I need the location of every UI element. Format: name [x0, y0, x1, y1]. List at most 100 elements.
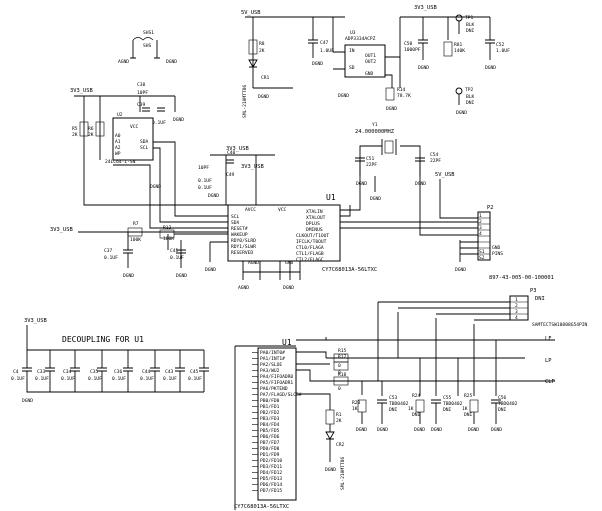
p2-pin-s1: S1	[479, 249, 485, 255]
c56-dni: DNI	[498, 407, 507, 413]
y1-ref: Y1	[372, 122, 378, 128]
c55-value: TBD0402	[443, 401, 463, 407]
u3-ref: U3	[350, 30, 356, 36]
vusb-3v3-label-4: 3V3_USB	[241, 164, 264, 170]
c54-value: 22PF	[430, 158, 441, 164]
c37-ref: C37	[104, 248, 113, 254]
c43-value: 0.1UF	[163, 376, 177, 382]
header-p3: P3 DNI 1 2 3 4 SAMTECTSW10808G54PIN	[509, 288, 588, 328]
c50-gnd: DGND	[418, 65, 429, 71]
r20-value: 1K	[352, 406, 358, 412]
u1-wakeup: WAKEUP	[231, 232, 248, 238]
port-pin-label: PA0/INT0#	[260, 350, 285, 356]
controller-u1-ports: U1 PA0/INT0#PA1/INT1#PA2/SLOEPA3/WU2PA4/…	[234, 338, 302, 510]
c40-ref: C40	[227, 150, 236, 156]
r81-ref: R81	[454, 42, 463, 48]
c42-value: 0.1UF	[198, 185, 212, 191]
port-pin-label: PB4/FD4	[260, 422, 280, 428]
u1-xtalin: XTALIN	[306, 209, 323, 215]
c40-gnd: DGND	[208, 193, 219, 199]
c55-dni: DNI	[443, 407, 452, 413]
u2-pin-vcc: VCC	[130, 124, 139, 130]
r7-ref: R7	[133, 221, 139, 227]
port-pin-label: PA3/WU2	[260, 368, 280, 374]
u1-reset: RESET#	[231, 226, 248, 232]
c55-ref: C55	[443, 395, 452, 401]
c35-value: 0.1UF	[88, 376, 102, 382]
c47-gnd: DGND	[312, 61, 323, 67]
c45b-value: 0.1UF	[188, 376, 202, 382]
c56-ref: C56	[498, 395, 507, 401]
u1-dplus: DPLUS	[306, 221, 320, 227]
resistor-r14: R14 78.7K DGND	[385, 87, 411, 112]
r20-gnd: DGND	[356, 427, 367, 433]
r12-ref: R12	[163, 225, 172, 231]
vusb-5v-label-2: 5V_USB	[435, 172, 454, 178]
p2-pin-s2: S2	[479, 255, 485, 261]
u3-pin-out1: OUT1	[365, 53, 376, 59]
shs1-gnd-right: DGND	[166, 59, 177, 65]
c44-ref: C44	[142, 369, 151, 375]
c49-value: 0.1UF	[198, 178, 212, 184]
port-pin-label: PA4/FIFOADR0	[260, 374, 293, 380]
tp1-ref: TP1	[465, 15, 474, 21]
port-pin-label: PB0/FD0	[260, 398, 280, 404]
tp2-color: BLK	[466, 94, 475, 100]
u1-scl: SCL	[231, 214, 240, 220]
c45b-ref: C45	[190, 369, 199, 375]
r15-ref: R15	[338, 348, 347, 354]
c56-value: TBD0402	[498, 401, 518, 407]
led-cr2-group: R1 2K CR2 SML-210MTT86 DGND	[296, 393, 346, 490]
r6-ref: R6	[88, 126, 94, 132]
output-3v3-network: 3V3_USB C50 1000PF R81 140K C52 1.0UF DG…	[400, 5, 510, 71]
tp2-dni: DNI	[466, 100, 475, 106]
r1-ref: R1	[336, 412, 342, 418]
capacitor-c47: C47 1.0UF DGND	[308, 17, 334, 67]
c39-value: 0.1UF	[152, 120, 166, 126]
rdy-gnd: DGND	[205, 267, 216, 273]
u2-pin-sda: SDA	[140, 139, 149, 145]
c37-value: 0.1UF	[104, 255, 118, 261]
crystal-y1-group: Y1 24.000000MHZ C51 22PF DGND C54 22PF D…	[340, 122, 441, 217]
c53-ref: C53	[389, 395, 398, 401]
c53-dni: DNI	[389, 407, 398, 413]
u1-clkout: CLKOUT/T1OUT	[296, 233, 329, 239]
c47-ref: C47	[320, 40, 329, 46]
p3-pin-2: 2	[515, 303, 518, 309]
u1-dgnd-symbol: DGND	[283, 285, 294, 291]
u1-ctl0: CTL0/FLAGA	[296, 245, 324, 251]
u2-pin-a0: A0	[115, 133, 121, 139]
r1-value: 2K	[336, 418, 342, 424]
decoupling-title: DECOUPLING FOR U1	[62, 335, 144, 344]
c36-ref: C36	[114, 369, 123, 375]
c38-ref: C38	[137, 82, 146, 88]
c36-value: 0.1UF	[112, 376, 126, 382]
r6-value: 2K	[88, 132, 94, 138]
vusb-3v3-label-5: 3V3_USB	[50, 227, 73, 233]
port-pin-label: PB3/FD3	[260, 416, 280, 422]
p3-ref: P3	[530, 288, 537, 294]
usb-connector-p2: 5V_USB P2 1 2 3 4 S1 S2 GND PINS DGND 89…	[340, 165, 554, 281]
c4-value: 0.1UF	[11, 376, 25, 382]
p2-pin-2: 2	[479, 219, 482, 225]
cr1-ref: CR1	[261, 75, 270, 81]
y1-value: 24.000000MHZ	[355, 129, 395, 135]
port-pin-label: PD6/FD14	[260, 482, 282, 488]
r12-value: 100K	[163, 236, 174, 242]
u1-vcc: VCC	[278, 207, 287, 213]
u2-pin-wp: WP	[115, 151, 121, 157]
vusb-5v-label-1: 5V_USB	[241, 10, 260, 16]
u1-xtalout: XTALOUT	[306, 215, 326, 221]
c46-value: 10PF	[198, 165, 209, 171]
testpoints: TP1 BLK DNI TP2 BLK DNI DGND	[455, 14, 475, 116]
u1-ifclk: IFCLK/T0OUT	[296, 239, 327, 245]
c44-value: 0.1UF	[140, 376, 154, 382]
u2-pin-a2: A2	[115, 145, 121, 151]
eeprom-u2-group: 3V3_USB R5 2K R6 2K C38 10PF C39 0.1UF D…	[70, 82, 184, 190]
p3-pin-4: 4	[515, 315, 518, 321]
c35-ref: C35	[90, 369, 99, 375]
port-pin-label: PA7/FLAGD/SLCS#	[260, 392, 302, 398]
u2-value: 24LC64-I-SN	[105, 159, 136, 165]
c33-value: 0.1UF	[35, 376, 49, 382]
